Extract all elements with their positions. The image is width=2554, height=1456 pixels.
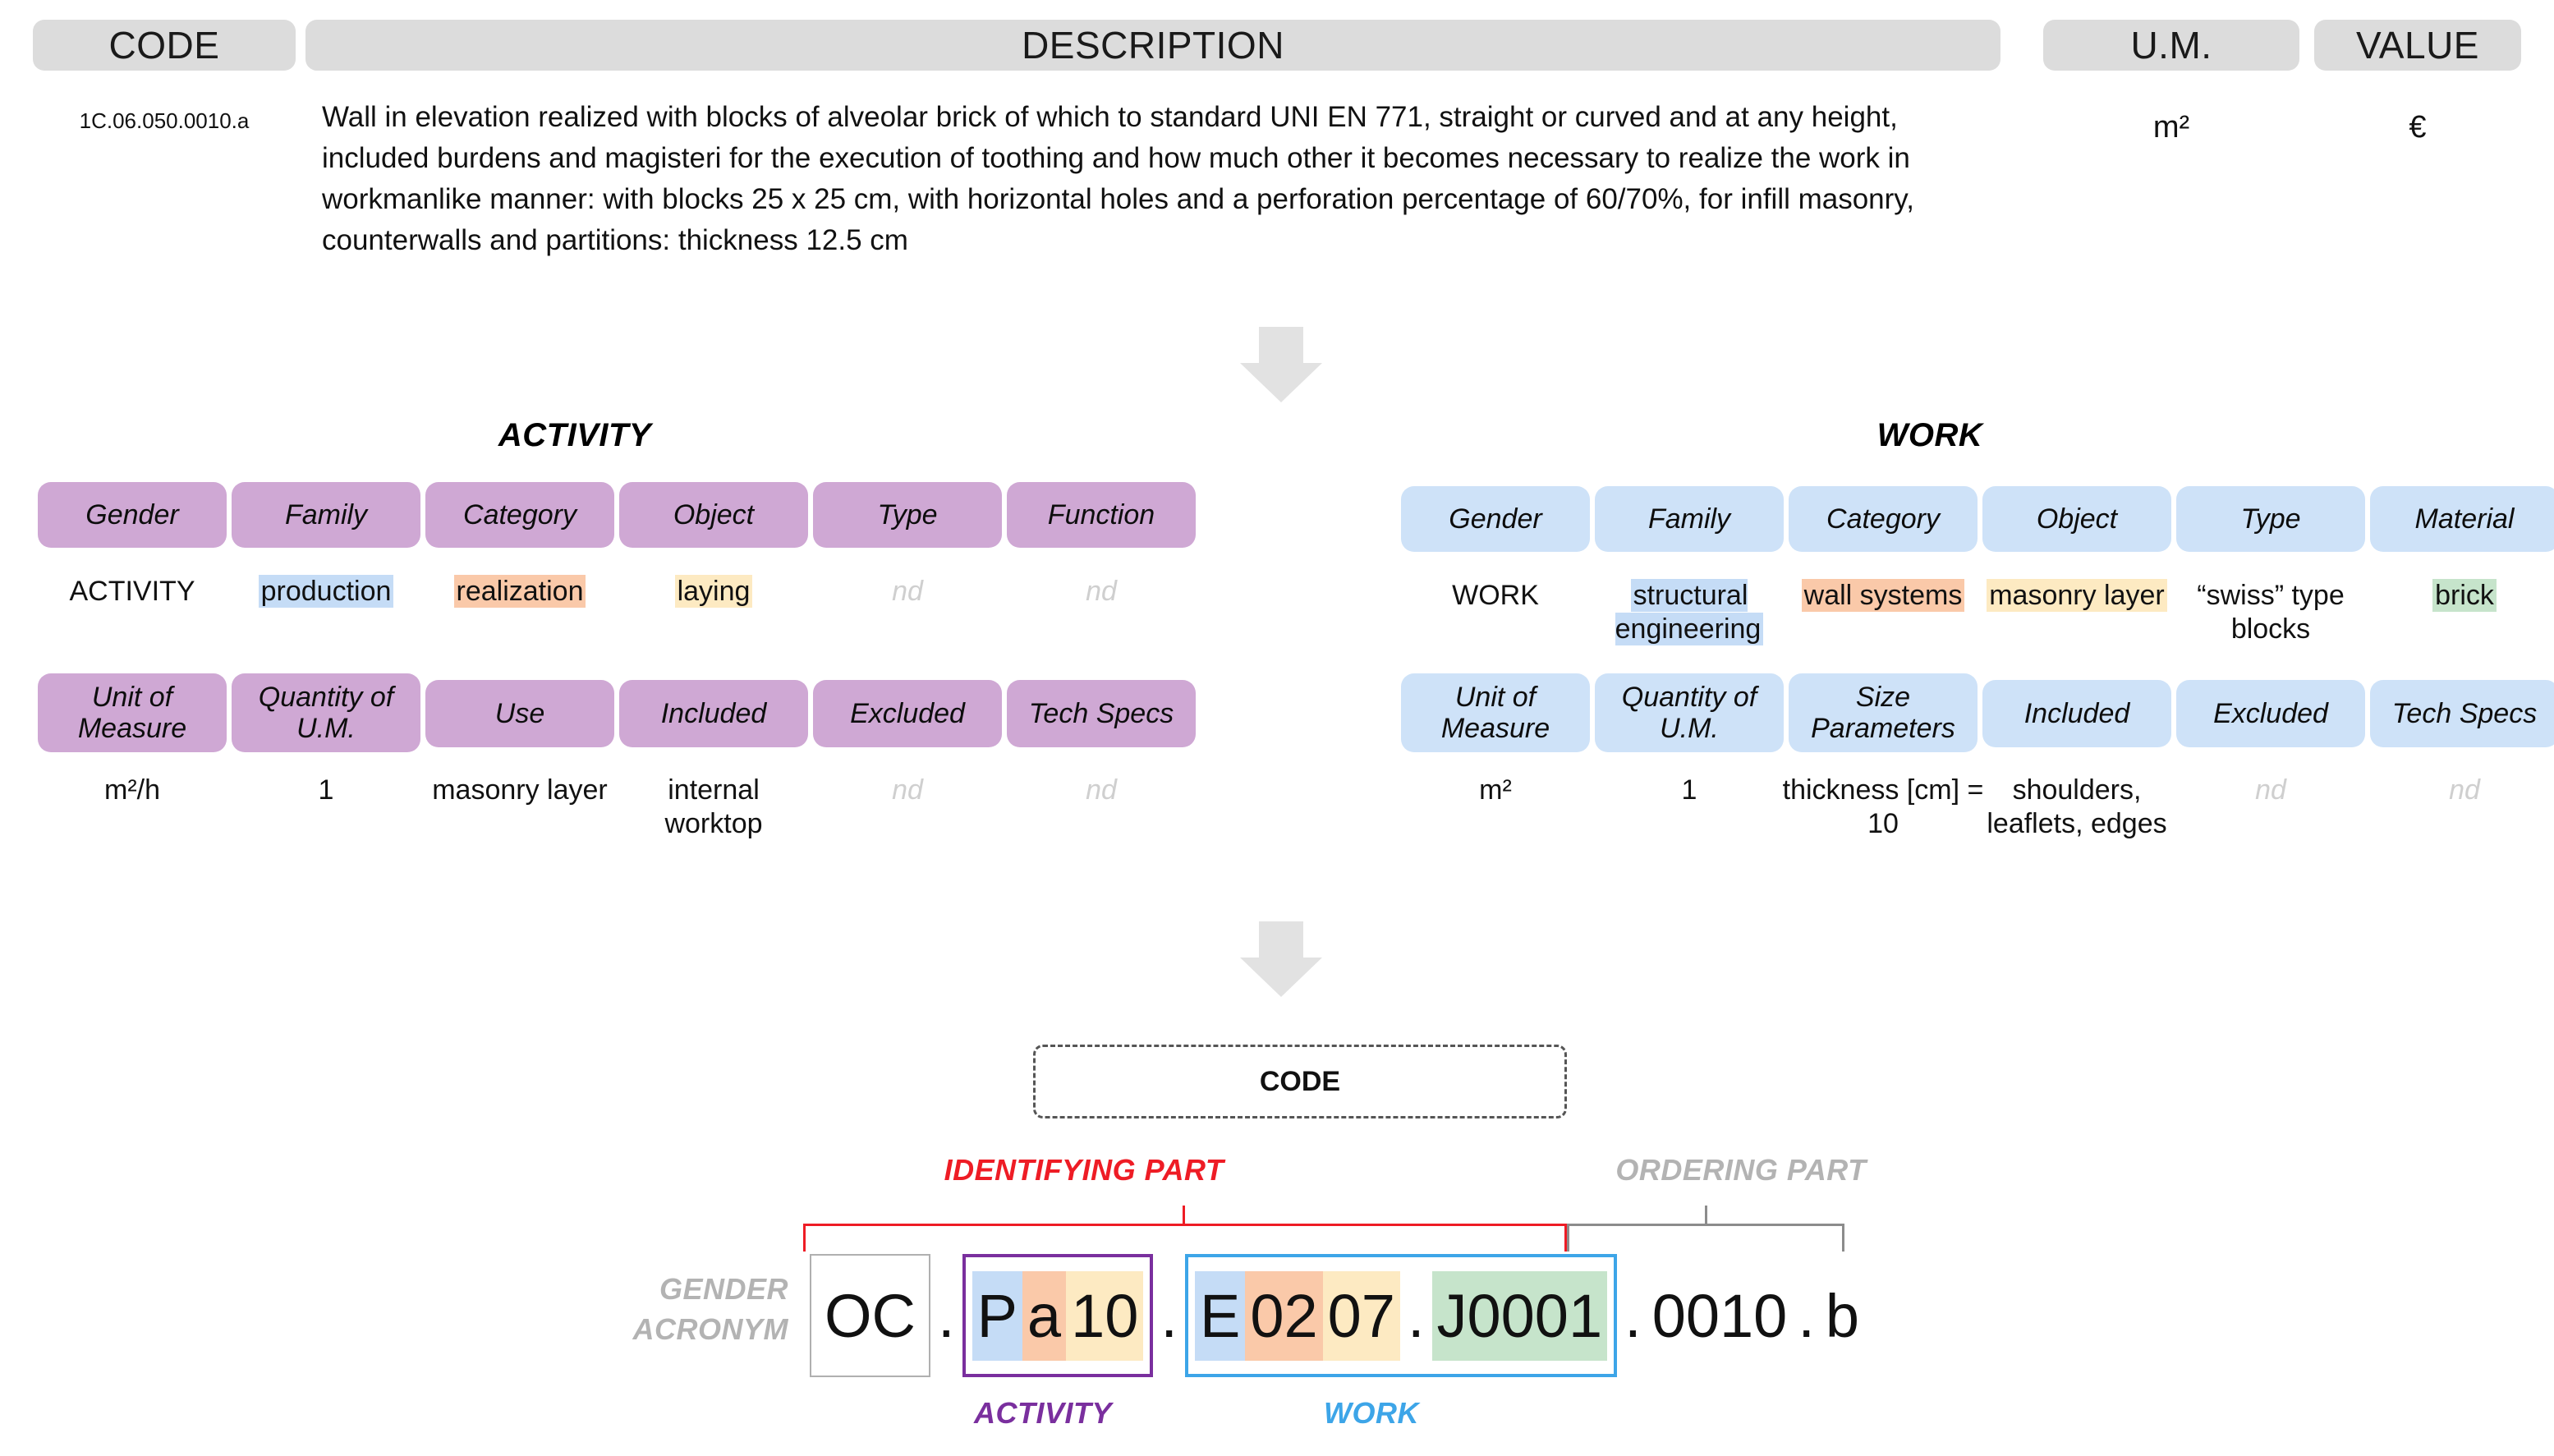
activity-header-tech-specs: Tech Specs [1007,680,1196,747]
activity-value-family: production [232,575,420,609]
gender-acronym-line1: GENDER [659,1272,788,1306]
activity-header-included: Included [619,680,808,747]
activity-header-category: Category [425,482,614,548]
work-value-material: brick [2370,579,2554,613]
header-description: DESCRIPTION [305,20,2000,71]
code-work-object: 07 [1322,1270,1400,1361]
ordering-part-bracket [1567,1206,1844,1252]
row-code-value: 1C.06.050.0010.a [79,108,250,133]
work-value-size-parameters: thickness [cm] = 10 [1782,774,1984,840]
code-work-category: 02 [1245,1270,1323,1361]
activity-header-family: Family [232,482,420,548]
activity-value-unit-of-measure: m²/h [104,774,160,806]
gender-acronym-line2: ACRONYM [632,1311,788,1346]
work-value-unit-of-measure: m² [1479,774,1512,806]
code-activity-family: P [972,1270,1022,1361]
work-value-tech-specs: nd [2449,774,2480,806]
activity-header-type: Type [813,482,1002,548]
activity-value-category: realization [425,575,614,609]
work-header-size-parameters: Size Parameters [1789,673,1978,752]
header-um: U.M. [2043,20,2299,71]
arrow-down-2 [1232,921,1330,997]
work-header-included: Included [1982,680,2171,747]
row-description-value: Wall in elevation realized with blocks o… [322,101,1914,257]
work-header-type: Type [2176,486,2365,552]
row-value-value: € [2409,110,2427,145]
work-value-gender: WORK [1452,580,1539,611]
work-value-family: structural engineering [1585,579,1794,647]
row-um-value: m² [2152,110,2190,145]
code-gender-acronym-value: OC [825,1281,916,1350]
code-separator-3: . [1407,1281,1425,1350]
identifying-part-label: IDENTIFYING PART [944,1153,1224,1187]
code-activity-label: ACTIVITY [973,1396,1112,1430]
code-dashed-box: CODE [1033,1045,1567,1118]
work-header-category: Category [1789,486,1978,552]
work-value-object: masonry layer [1982,579,2171,613]
work-value-included: shoulders, leaflets, edges [1987,774,2167,840]
work-header-family: Family [1595,486,1784,552]
activity-header-gender: Gender [38,482,227,548]
work-value-quantity-of-um: 1 [1681,774,1697,806]
work-value-excluded: nd [2255,774,2286,806]
work-header-object: Object [1982,486,2171,552]
arrow-down-1 [1232,327,1330,402]
activity-header-unit-of-measure: Unit of Measure [38,673,227,752]
activity-header-quantity-of-um: Quantity of U.M. [232,673,420,752]
activity-value-object: laying [619,575,808,609]
activity-header-function: Function [1007,482,1196,548]
activity-value-object-text: laying [674,575,753,608]
work-value-family-text: structural engineering [1615,579,1764,646]
activity-header-use: Use [425,680,614,747]
work-header-material: Material [2370,486,2554,552]
code-segment-activity: P a 10 [962,1254,1154,1377]
identifying-part-bracket [803,1206,1567,1252]
activity-value-gender: ACTIVITY [69,576,195,607]
activity-value-use: masonry layer [432,774,608,806]
code-work-material: J0001 [1431,1270,1608,1361]
activity-value-category-text: realization [453,575,586,608]
gender-acronym-label: GENDER ACRONYM [509,1270,788,1349]
activity-value-tech-specs: nd [1086,774,1117,806]
activity-value-family-text: production [258,575,394,608]
code-segment-work: E 02 07 . J0001 [1184,1254,1618,1377]
activity-header-object: Object [619,482,808,548]
code-separator-2: . [1160,1281,1178,1350]
work-value-material-text: brick [2432,579,2497,612]
activity-section-title: ACTIVITY [498,417,652,453]
code-ordering-variant: b [1825,1281,1860,1350]
code-work-label: WORK [1324,1396,1419,1430]
code-segment-gender: OC [810,1254,930,1377]
code-separator-4: . [1624,1281,1642,1350]
code-activity-category: a [1022,1270,1067,1361]
work-header-tech-specs: Tech Specs [2370,680,2554,747]
code-string: OC . P a 10 . E 02 07 . J0001 . 0010 . b [810,1250,1863,1381]
work-header-gender: Gender [1401,486,1590,552]
activity-header-excluded: Excluded [813,680,1002,747]
code-work-family: E [1194,1270,1246,1361]
activity-value-quantity-of-um: 1 [318,774,334,806]
work-value-category-text: wall systems [1801,579,1965,612]
code-separator-1: . [938,1281,955,1350]
code-ordering-number: 0010 [1651,1281,1788,1350]
activity-value-excluded: nd [892,774,923,806]
header-code: CODE [33,20,296,71]
work-header-quantity-of-um: Quantity of U.M. [1595,673,1784,752]
code-activity-object: 10 [1066,1270,1144,1361]
work-value-category: wall systems [1789,579,1978,613]
work-value-object-text: masonry layer [1987,579,2167,612]
work-value-type: “swiss” type blocks [2197,580,2345,645]
work-section-title: WORK [1876,417,1983,453]
activity-value-type: nd [892,576,923,607]
activity-value-included: internal worktop [664,774,763,840]
activity-value-function: nd [1086,576,1117,607]
work-header-excluded: Excluded [2176,680,2365,747]
work-header-unit-of-measure: Unit of Measure [1401,673,1590,752]
code-separator-5: . [1798,1281,1815,1350]
header-value: VALUE [2314,20,2521,71]
ordering-part-label: ORDERING PART [1615,1153,1867,1187]
